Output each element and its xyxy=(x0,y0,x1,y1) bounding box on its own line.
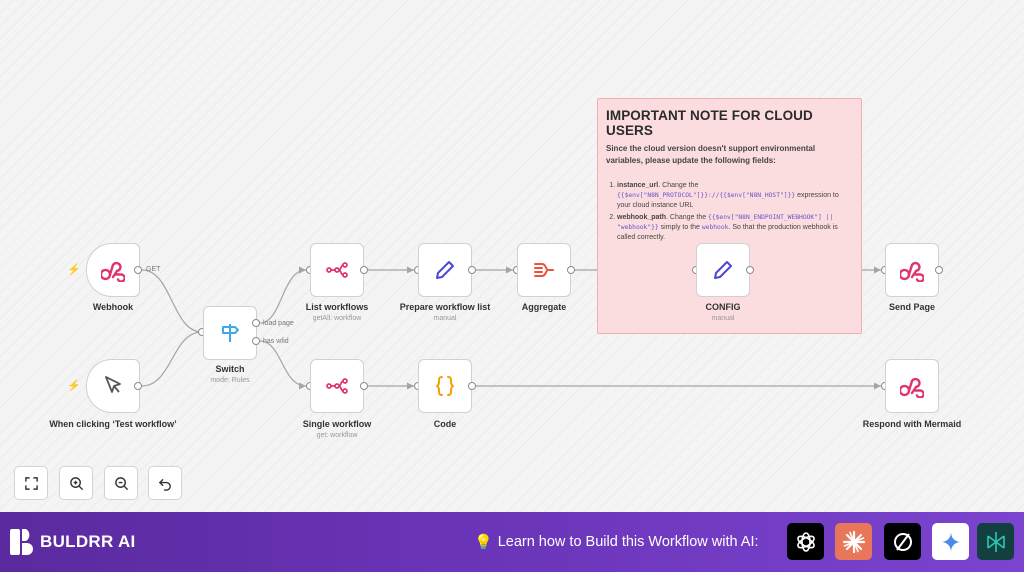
node-label: Webhook xyxy=(92,302,134,312)
pencil-icon xyxy=(714,261,732,279)
brand-logo[interactable]: BULDRR AI xyxy=(10,529,136,555)
arrowhead xyxy=(299,382,306,390)
perplexity-button[interactable] xyxy=(884,523,921,560)
output-port[interactable] xyxy=(252,319,260,327)
undo-button[interactable] xyxy=(148,466,182,500)
node-subtitle: mode: Rules xyxy=(210,377,250,384)
node-webhook[interactable] xyxy=(86,243,140,297)
edge-test-switch xyxy=(141,331,203,387)
node-subtitle: manual xyxy=(433,315,457,322)
node-aggregate[interactable] xyxy=(517,243,571,297)
node-prepare-workflow-list[interactable] xyxy=(418,243,472,297)
pencil-icon xyxy=(436,261,454,279)
code-braces-icon xyxy=(436,376,454,396)
buldrr-logo-icon xyxy=(10,529,33,555)
node-label: When clicking ‘Test workflow’ xyxy=(49,419,177,429)
webhook-icon xyxy=(101,261,125,282)
deepseek-icon xyxy=(986,531,1005,552)
node-label: Send Page xyxy=(888,302,935,312)
node-label: Code xyxy=(433,419,457,429)
node-subtitle: manual xyxy=(711,315,735,322)
trigger-bolt-icon: ⚡ xyxy=(67,264,81,276)
undo-icon xyxy=(158,478,171,491)
cta-text[interactable]: 💡 Learn how to Build this Workflow with … xyxy=(474,533,759,551)
node-label: Single workflow xyxy=(302,419,372,429)
arrowhead xyxy=(874,382,881,390)
fullscreen-icon xyxy=(24,476,38,490)
chatgpt-icon xyxy=(796,531,815,552)
arrowhead xyxy=(407,382,414,390)
zoom-in-button[interactable] xyxy=(59,466,93,500)
output-port[interactable] xyxy=(567,266,575,274)
output-port[interactable] xyxy=(134,382,142,390)
node-respond-with-mermaid[interactable] xyxy=(885,359,939,413)
node-code[interactable] xyxy=(418,359,472,413)
n8n-icon xyxy=(326,262,348,278)
note-title: IMPORTANT NOTE FOR CLOUD USERS xyxy=(606,108,813,138)
brand-name: BULDRR AI xyxy=(40,532,136,551)
claude-button[interactable] xyxy=(835,523,872,560)
fit-view-button[interactable] xyxy=(14,466,48,500)
output-port[interactable] xyxy=(746,266,754,274)
note-item-instance-url: instance_url. Change the {{$env["N8N_PRO… xyxy=(617,181,853,211)
node-label: Respond with Mermaid xyxy=(862,419,962,429)
n8n-icon xyxy=(326,378,348,394)
signpost-icon xyxy=(222,324,239,342)
note-item-webhook-path: webhook_path. Change the {{$env["N8N_END… xyxy=(617,213,853,243)
workflow-canvas[interactable]: IMPORTANT NOTE FOR CLOUD USERS Since the… xyxy=(0,0,1024,512)
sticky-note[interactable]: IMPORTANT NOTE FOR CLOUD USERS Since the… xyxy=(597,98,862,334)
output-port[interactable] xyxy=(252,337,260,345)
output-port[interactable] xyxy=(134,266,142,274)
chatgpt-button[interactable] xyxy=(787,523,824,560)
note-intro: Since the cloud version doesn't support … xyxy=(606,144,816,165)
aggregate-icon xyxy=(534,263,554,277)
note-list: instance_url. Change the {{$env["N8N_PRO… xyxy=(606,181,853,243)
node-label: CONFIG xyxy=(705,302,741,312)
node-switch[interactable] xyxy=(203,306,257,360)
cursor-pointer-icon xyxy=(105,376,121,393)
node-list-workflows[interactable] xyxy=(310,243,364,297)
node-config[interactable] xyxy=(696,243,750,297)
output-port[interactable] xyxy=(360,266,368,274)
zoom-out-icon xyxy=(114,476,128,490)
node-label: Aggregate xyxy=(521,302,567,312)
node-label: List workflows xyxy=(305,302,369,312)
trigger-bolt-icon: ⚡ xyxy=(67,380,81,392)
lightbulb-icon: 💡 xyxy=(474,534,493,551)
node-label: Switch xyxy=(215,364,245,374)
gemini-icon xyxy=(940,531,961,552)
output-port[interactable] xyxy=(935,266,943,274)
output-port[interactable] xyxy=(468,266,476,274)
node-single-workflow[interactable] xyxy=(310,359,364,413)
port-label: has wfid xyxy=(263,338,289,345)
arrowhead xyxy=(506,266,513,274)
claude-icon xyxy=(842,530,865,553)
zoom-out-button[interactable] xyxy=(104,466,138,500)
deepseek-button[interactable] xyxy=(977,523,1014,560)
node-subtitle: getAll: workflow xyxy=(312,315,362,322)
output-port[interactable] xyxy=(360,382,368,390)
arrowhead xyxy=(299,266,306,274)
webhook-icon xyxy=(900,377,924,398)
arrowhead xyxy=(874,266,881,274)
perplexity-icon xyxy=(893,532,912,551)
port-label: load page xyxy=(263,320,294,327)
node-manual-trigger[interactable] xyxy=(86,359,140,413)
connections-layer xyxy=(141,266,881,390)
edge-webhook-switch xyxy=(141,269,203,333)
port-label: GET xyxy=(146,266,161,273)
webhook-icon xyxy=(900,261,924,282)
zoom-in-icon xyxy=(69,476,83,490)
node-subtitle: get: workflow xyxy=(316,432,358,439)
output-port[interactable] xyxy=(468,382,476,390)
gemini-button[interactable] xyxy=(932,523,969,560)
node-send-page[interactable] xyxy=(885,243,939,297)
footer-banner: BULDRR AI 💡 Learn how to Build this Work… xyxy=(0,512,1024,572)
cta-label: Learn how to Build this Workflow with AI… xyxy=(497,534,759,550)
node-label: Prepare workflow list xyxy=(399,302,491,312)
arrowhead xyxy=(407,266,414,274)
